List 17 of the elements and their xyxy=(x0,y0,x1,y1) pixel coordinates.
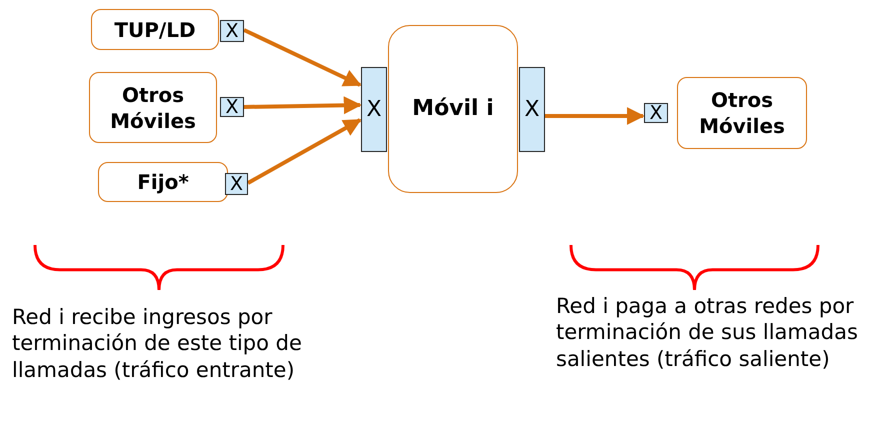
port-box: X xyxy=(225,173,248,195)
network-box: Móvil i xyxy=(388,25,518,193)
port-box: X xyxy=(220,97,244,117)
arrow xyxy=(545,107,645,125)
port-box: X xyxy=(361,67,387,152)
network-box: Otros Móviles xyxy=(677,77,807,149)
arrow xyxy=(244,96,362,114)
port-box: X xyxy=(220,20,244,42)
arrow xyxy=(247,118,362,185)
network-box: TUP/LD xyxy=(91,9,219,50)
network-box: Fijo* xyxy=(98,162,228,202)
network-box: Otros Móviles xyxy=(89,72,217,143)
note-text: Red i recibe ingresos por terminación de este tipo de llamadas (tráfico entrante) xyxy=(12,304,303,383)
port-box: X xyxy=(519,67,545,152)
note-text: Red i paga a otras redes por terminación de sus llamadas salientes (tráfico saliente) xyxy=(556,293,859,372)
port-box: X xyxy=(644,103,668,123)
arrow xyxy=(243,28,362,87)
